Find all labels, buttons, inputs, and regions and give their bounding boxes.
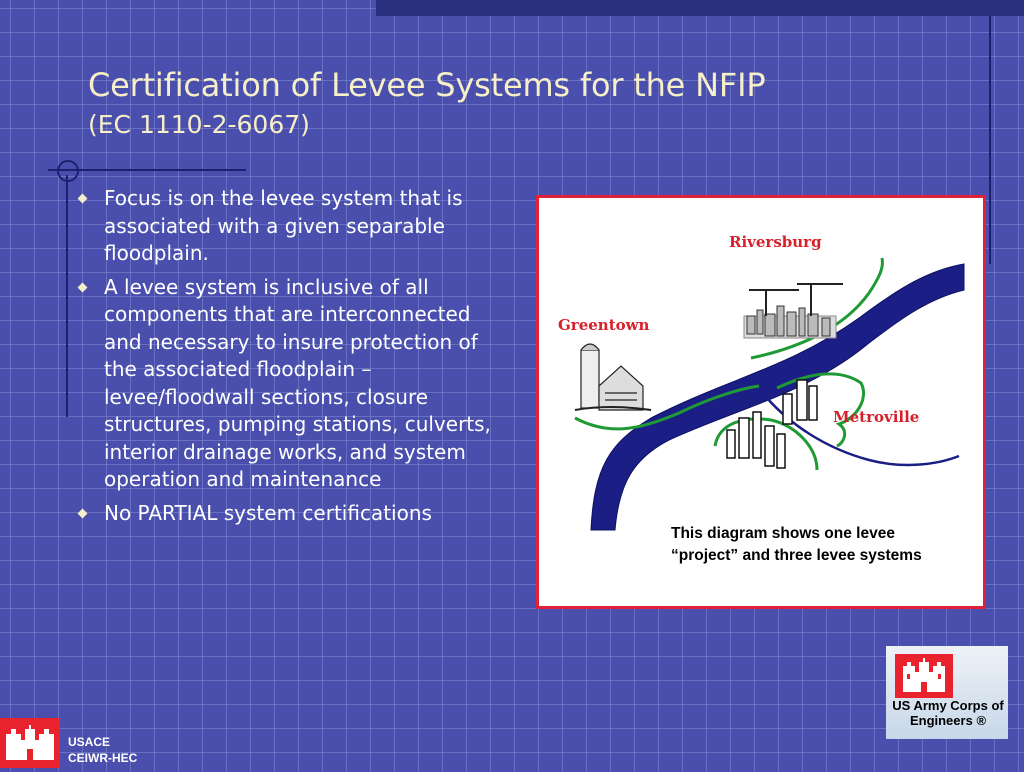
decorative-circle: [57, 160, 79, 182]
footer-line2: CEIWR-HEC: [68, 751, 138, 765]
greentown-farm-icon: [574, 343, 652, 411]
usace-small-logo: [0, 718, 60, 768]
top-band: [376, 0, 1024, 16]
decorative-line: [48, 169, 246, 171]
bullet-list: Focus is on the levee system that is ass…: [76, 185, 506, 533]
slide-title: Certification of Levee Systems for the N…: [88, 62, 766, 142]
levee-riversburg: [750, 257, 884, 360]
diamond-bullet-icon: [77, 282, 88, 292]
levee-metroville-upper: [776, 372, 865, 448]
bullet-item: A levee system is inclusive of all compo…: [76, 274, 506, 494]
river: [590, 263, 965, 531]
title-sub: (EC 1110-2-6067): [88, 110, 310, 139]
diagram-caption: This diagram shows one levee “project” a…: [671, 525, 922, 564]
levee-map: [574, 257, 965, 531]
castle-icon: [6, 725, 54, 760]
footer-line1: USACE: [68, 735, 111, 749]
metroville-label: Metroville: [833, 408, 920, 426]
riversburg-label: Riversburg: [729, 233, 822, 251]
title-main: Certification of Levee Systems for the N…: [88, 66, 766, 104]
usace-logo: US Army Corps of Engineers ®: [886, 646, 1008, 739]
levee-greentown: [574, 384, 760, 431]
levee-metroville-lower: [713, 417, 819, 471]
registered-mark: ®: [976, 713, 987, 728]
riversburg-city-icon: [743, 283, 843, 339]
castle-icon: [895, 654, 953, 698]
bullet-item: No PARTIAL system certifications: [76, 500, 506, 528]
diamond-bullet-icon: [77, 508, 88, 518]
diamond-bullet-icon: [77, 193, 88, 204]
footer: USACE CEIWR-HEC: [68, 734, 137, 766]
metroville-city-icon: [726, 379, 818, 469]
logo-text: US Army Corps of Engineers: [892, 698, 1004, 728]
levee-diagram: Riversburg Greentown Metroville This dia…: [536, 195, 986, 609]
decorative-line: [989, 16, 991, 264]
bullet-item: Focus is on the levee system that is ass…: [76, 185, 506, 268]
greentown-label: Greentown: [558, 316, 650, 334]
decorative-line: [66, 175, 68, 417]
